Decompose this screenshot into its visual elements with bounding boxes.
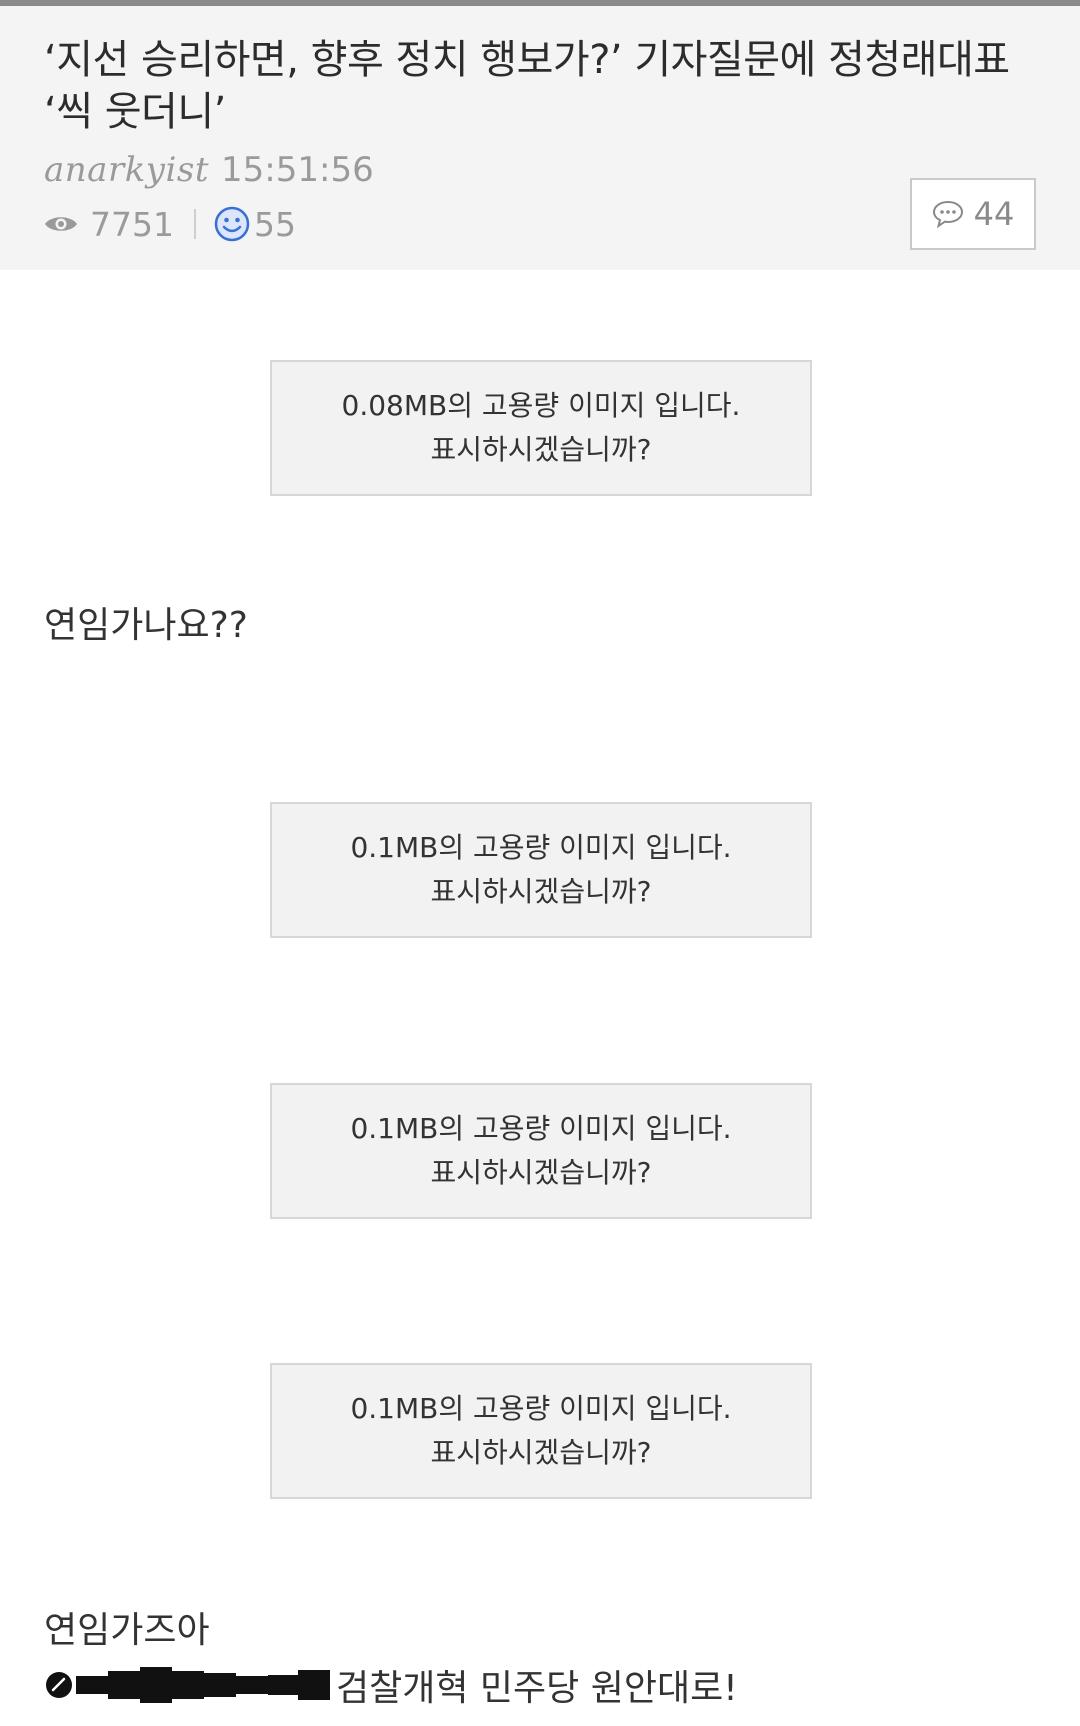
- redaction-block: [108, 1671, 140, 1699]
- redaction-block: [268, 1675, 298, 1695]
- post-title: ‘지선 승리하면, 향후 정치 행보가?’ 기자질문에 정청래대표 ‘씩 웃더니…: [44, 37, 1010, 135]
- redaction-block: [236, 1676, 268, 1694]
- eye-icon: [45, 217, 77, 231]
- image-display-prompt: 표시하시겠습니까?: [430, 1436, 652, 1469]
- comment-count: 44: [973, 195, 1015, 233]
- like-count: 55: [253, 204, 296, 244]
- redaction-block: [172, 1671, 204, 1699]
- badge-icon: [46, 1672, 72, 1698]
- image-placeholder[interactable]: 0.08MB의 고용량 이미지 입니다. 표시하시겠습니까?: [270, 360, 812, 496]
- author-name[interactable]: anarkyist: [44, 150, 209, 190]
- post-text: 연임가나요??: [44, 605, 248, 646]
- stats-divider: [193, 209, 196, 239]
- redaction-block: [204, 1673, 236, 1697]
- post-stats: 7751 55: [44, 202, 296, 246]
- redaction-block: [76, 1676, 108, 1694]
- redaction-block: [298, 1670, 330, 1700]
- image-placeholder[interactable]: 0.1MB의 고용량 이미지 입니다. 표시하시겠습니까?: [270, 1363, 812, 1499]
- image-placeholder[interactable]: 0.1MB의 고용량 이미지 입니다. 표시하시겠습니까?: [270, 802, 812, 938]
- redaction-block: [140, 1667, 172, 1703]
- image-size-notice: 0.1MB의 고용량 이미지 입니다.: [350, 831, 732, 864]
- speech-bubble-icon: [932, 200, 963, 228]
- post-text: 검찰개혁 민주당 원안대로!: [336, 1668, 738, 1709]
- image-display-prompt: 표시하시겠습니까?: [430, 433, 652, 466]
- image-size-notice: 0.1MB의 고용량 이미지 입니다.: [350, 1392, 732, 1425]
- post-header: ‘지선 승리하면, 향후 정치 행보가?’ 기자질문에 정청래대표 ‘씩 웃더니…: [0, 6, 1080, 270]
- post-time: 15:51:56: [221, 150, 374, 190]
- image-size-notice: 0.1MB의 고용량 이미지 입니다.: [350, 1112, 732, 1145]
- censored-text-line: 검찰개혁 민주당 원안대로!: [44, 1660, 738, 1710]
- view-count: 7751: [90, 204, 174, 244]
- image-display-prompt: 표시하시겠습니까?: [430, 1156, 652, 1189]
- post-meta: anarkyist 15:51:56: [44, 150, 374, 190]
- image-display-prompt: 표시하시겠습니까?: [430, 875, 652, 908]
- smile-icon[interactable]: [214, 206, 250, 242]
- image-size-notice: 0.08MB의 고용량 이미지 입니다.: [341, 389, 741, 422]
- comment-count-button[interactable]: 44: [910, 178, 1036, 250]
- post-text: 연임가즈아: [44, 1610, 210, 1651]
- image-placeholder[interactable]: 0.1MB의 고용량 이미지 입니다. 표시하시겠습니까?: [270, 1083, 812, 1219]
- top-rule: [0, 0, 1080, 6]
